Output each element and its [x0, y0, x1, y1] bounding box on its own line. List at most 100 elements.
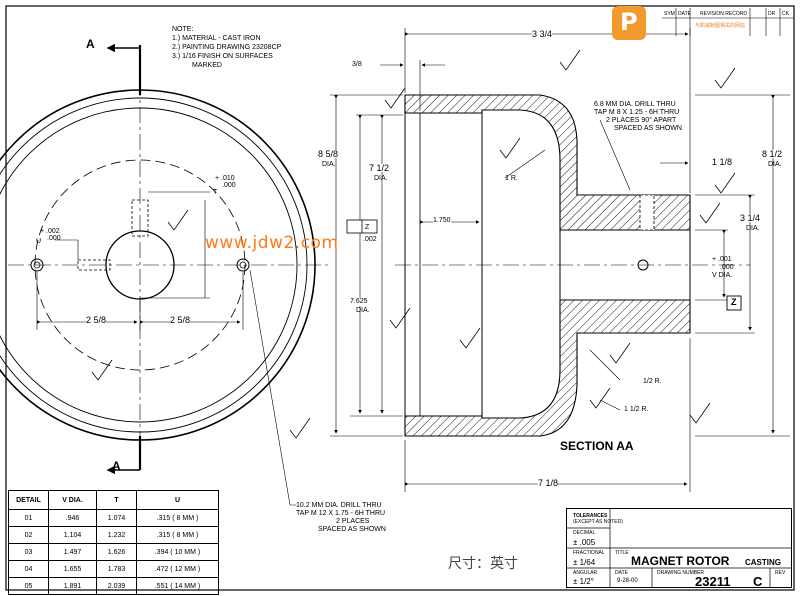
datum-z-label: Z: [731, 297, 737, 307]
title-block: TOLERANCES (EXCEPT AS NOTED) DECIMAL ± .…: [566, 508, 792, 589]
drawing-title: MAGNET ROTOR: [631, 554, 730, 568]
u-tol-minus: .000: [47, 235, 61, 242]
dimension-unit-note: 尺寸：英寸: [448, 556, 518, 572]
sheet-border: [5, 5, 795, 591]
rev-label: REV: [775, 570, 786, 576]
tolerances-sub: (EXCEPT AS NOTED): [573, 519, 623, 525]
datum-z-box: [726, 295, 742, 311]
dim-7-1-2: 7 1/2: [369, 163, 390, 173]
table-row: 02 1.104 1.232 .315 ( 8 MM ): [8, 526, 219, 544]
table-cell: 1.626: [96, 543, 137, 561]
radius-1-half: 1 1/2 R.: [624, 406, 649, 413]
detail-col-header: T: [96, 490, 137, 510]
table-cell: .946: [48, 509, 97, 527]
title-block-lines: [566, 508, 792, 588]
detail-col-header: DETAIL: [8, 490, 49, 510]
table-row: 03 1.497 1.626 .394 ( 10 MM ): [8, 543, 219, 561]
detail-col-header: V DIA.: [48, 490, 97, 510]
hole-note-1: 10.2 MM DIA. DRILL THRU: [296, 502, 382, 509]
table-cell: 04: [8, 560, 49, 578]
dim-8-1-2: 8 1/2: [762, 149, 783, 159]
decimal-value: ± .005: [573, 538, 596, 547]
drill-note-3: 2 PLACES 90° APART: [606, 117, 677, 124]
drawing-number: 23211: [695, 574, 731, 589]
table-cell: 1.655: [48, 560, 97, 578]
drill-note-4: SPACED AS SHOWN: [614, 125, 682, 132]
v-tol-plus: + .001: [712, 256, 732, 263]
dim-3-3-4: 3 3/4: [532, 29, 553, 39]
table-cell: 1.497: [48, 543, 97, 561]
dim-8-5-8: 8 5/8: [318, 149, 339, 159]
fractional-value: ± 1/64: [573, 558, 596, 567]
rev-header-record: REVISION RECORD: [700, 11, 747, 17]
tolerances-label: TOLERANCES: [573, 513, 608, 519]
datum-z-tol: .002: [363, 236, 377, 243]
table-cell: 05: [8, 577, 49, 595]
dim-8-5-8-sub: DIA.: [322, 161, 336, 168]
dim-3-1-4: 3 1/4: [740, 213, 761, 223]
table-cell: .472 ( 12 MM ): [136, 560, 219, 578]
table-cell: 1.104: [48, 526, 97, 544]
dim-7-625-sub: DIA.: [356, 307, 370, 314]
table-cell: 1.891: [48, 577, 97, 595]
angular-label: ANGULAR: [573, 570, 598, 576]
section-view: [330, 28, 790, 492]
hole-note-3: 2 PLACES: [336, 518, 370, 525]
table-cell: 1.074: [96, 509, 137, 527]
table-cell: 2.039: [96, 577, 137, 595]
table-cell: 02: [8, 526, 49, 544]
table-cell: 1.232: [96, 526, 137, 544]
note-2: 2.) PAINTING DRAWING 23208CP: [172, 44, 282, 51]
angular-value: ± 1/2°: [573, 577, 594, 586]
dim-1-750: 1.750: [433, 217, 451, 225]
front-view: [0, 43, 330, 506]
detail-header-row: DETAIL V DIA. T U: [8, 490, 219, 510]
rev-header-date: DATE: [678, 11, 691, 17]
revision-block-lines: [662, 8, 794, 36]
datum-z-small: Z: [365, 224, 370, 231]
hole-note-4: SPACED AS SHOWN: [318, 526, 386, 533]
dim-7-1-8: 7 1/8: [538, 478, 559, 488]
section-title: SECTION AA: [560, 439, 634, 453]
note-3b: MARKED: [192, 62, 222, 69]
drill-note-2: TAP M 8 X 1.25 - 6H THRU: [594, 109, 680, 116]
table-cell: 03: [8, 543, 49, 561]
t-tol-minus: .000: [222, 182, 236, 189]
hole-note-2: TAP M 12 X 1.75 - 6H THRU: [296, 510, 386, 517]
radius-1: 1 R.: [505, 175, 518, 182]
drawing-date: 9-28-00: [617, 578, 638, 584]
table-cell: .551 ( 14 MM ): [136, 577, 219, 595]
dim-8-1-2-sub: DIA.: [768, 161, 782, 168]
table-row: 01 .946 1.074 .315 ( 8 MM ): [8, 509, 219, 527]
u-label: U: [36, 238, 42, 245]
rev-header-ck: CK: [782, 11, 789, 17]
dim-7-625: 7.625: [350, 298, 368, 306]
notes-heading: NOTE:: [172, 26, 194, 33]
dim-right: 2 5/8: [170, 315, 191, 325]
table-cell: 01: [8, 509, 49, 527]
drawing-type: CASTING: [745, 558, 781, 567]
detail-table: DETAIL V DIA. T U 01 .946 1.074 .315 ( 8…: [8, 490, 219, 595]
dim-3-8: 3/8: [352, 61, 362, 68]
dim-7-1-2-sub: DIA.: [374, 175, 388, 182]
section-mark-top: A: [86, 37, 95, 51]
table-row: 05 1.891 2.039 .551 ( 14 MM ): [8, 577, 219, 595]
v-label: V DIA.: [712, 272, 733, 279]
dim-left: 2 5/8: [86, 315, 107, 325]
detail-col-header: U: [136, 490, 219, 510]
rev-chinese-overlay: 与机械制图相关的网站: [695, 23, 746, 29]
title-label: TITLE: [615, 550, 629, 556]
decimal-label: DECIMAL: [573, 530, 596, 536]
note-1: 1.) MATERIAL - CAST IRON: [172, 35, 261, 42]
rev-header-sym: SYM: [664, 11, 675, 17]
table-cell: .315 ( 8 MM ): [136, 509, 219, 527]
section-mark-bottom: A: [112, 459, 121, 473]
rev-letter: C: [753, 574, 763, 589]
radius-half: 1/2 R.: [643, 378, 662, 385]
table-cell: .315 ( 8 MM ): [136, 526, 219, 544]
dim-1-1-8: 1 1/8: [712, 157, 733, 167]
note-3: 3.) 1/16 FINISH ON SURFACES: [172, 53, 273, 60]
u-tol-plus: + .002: [40, 228, 60, 235]
